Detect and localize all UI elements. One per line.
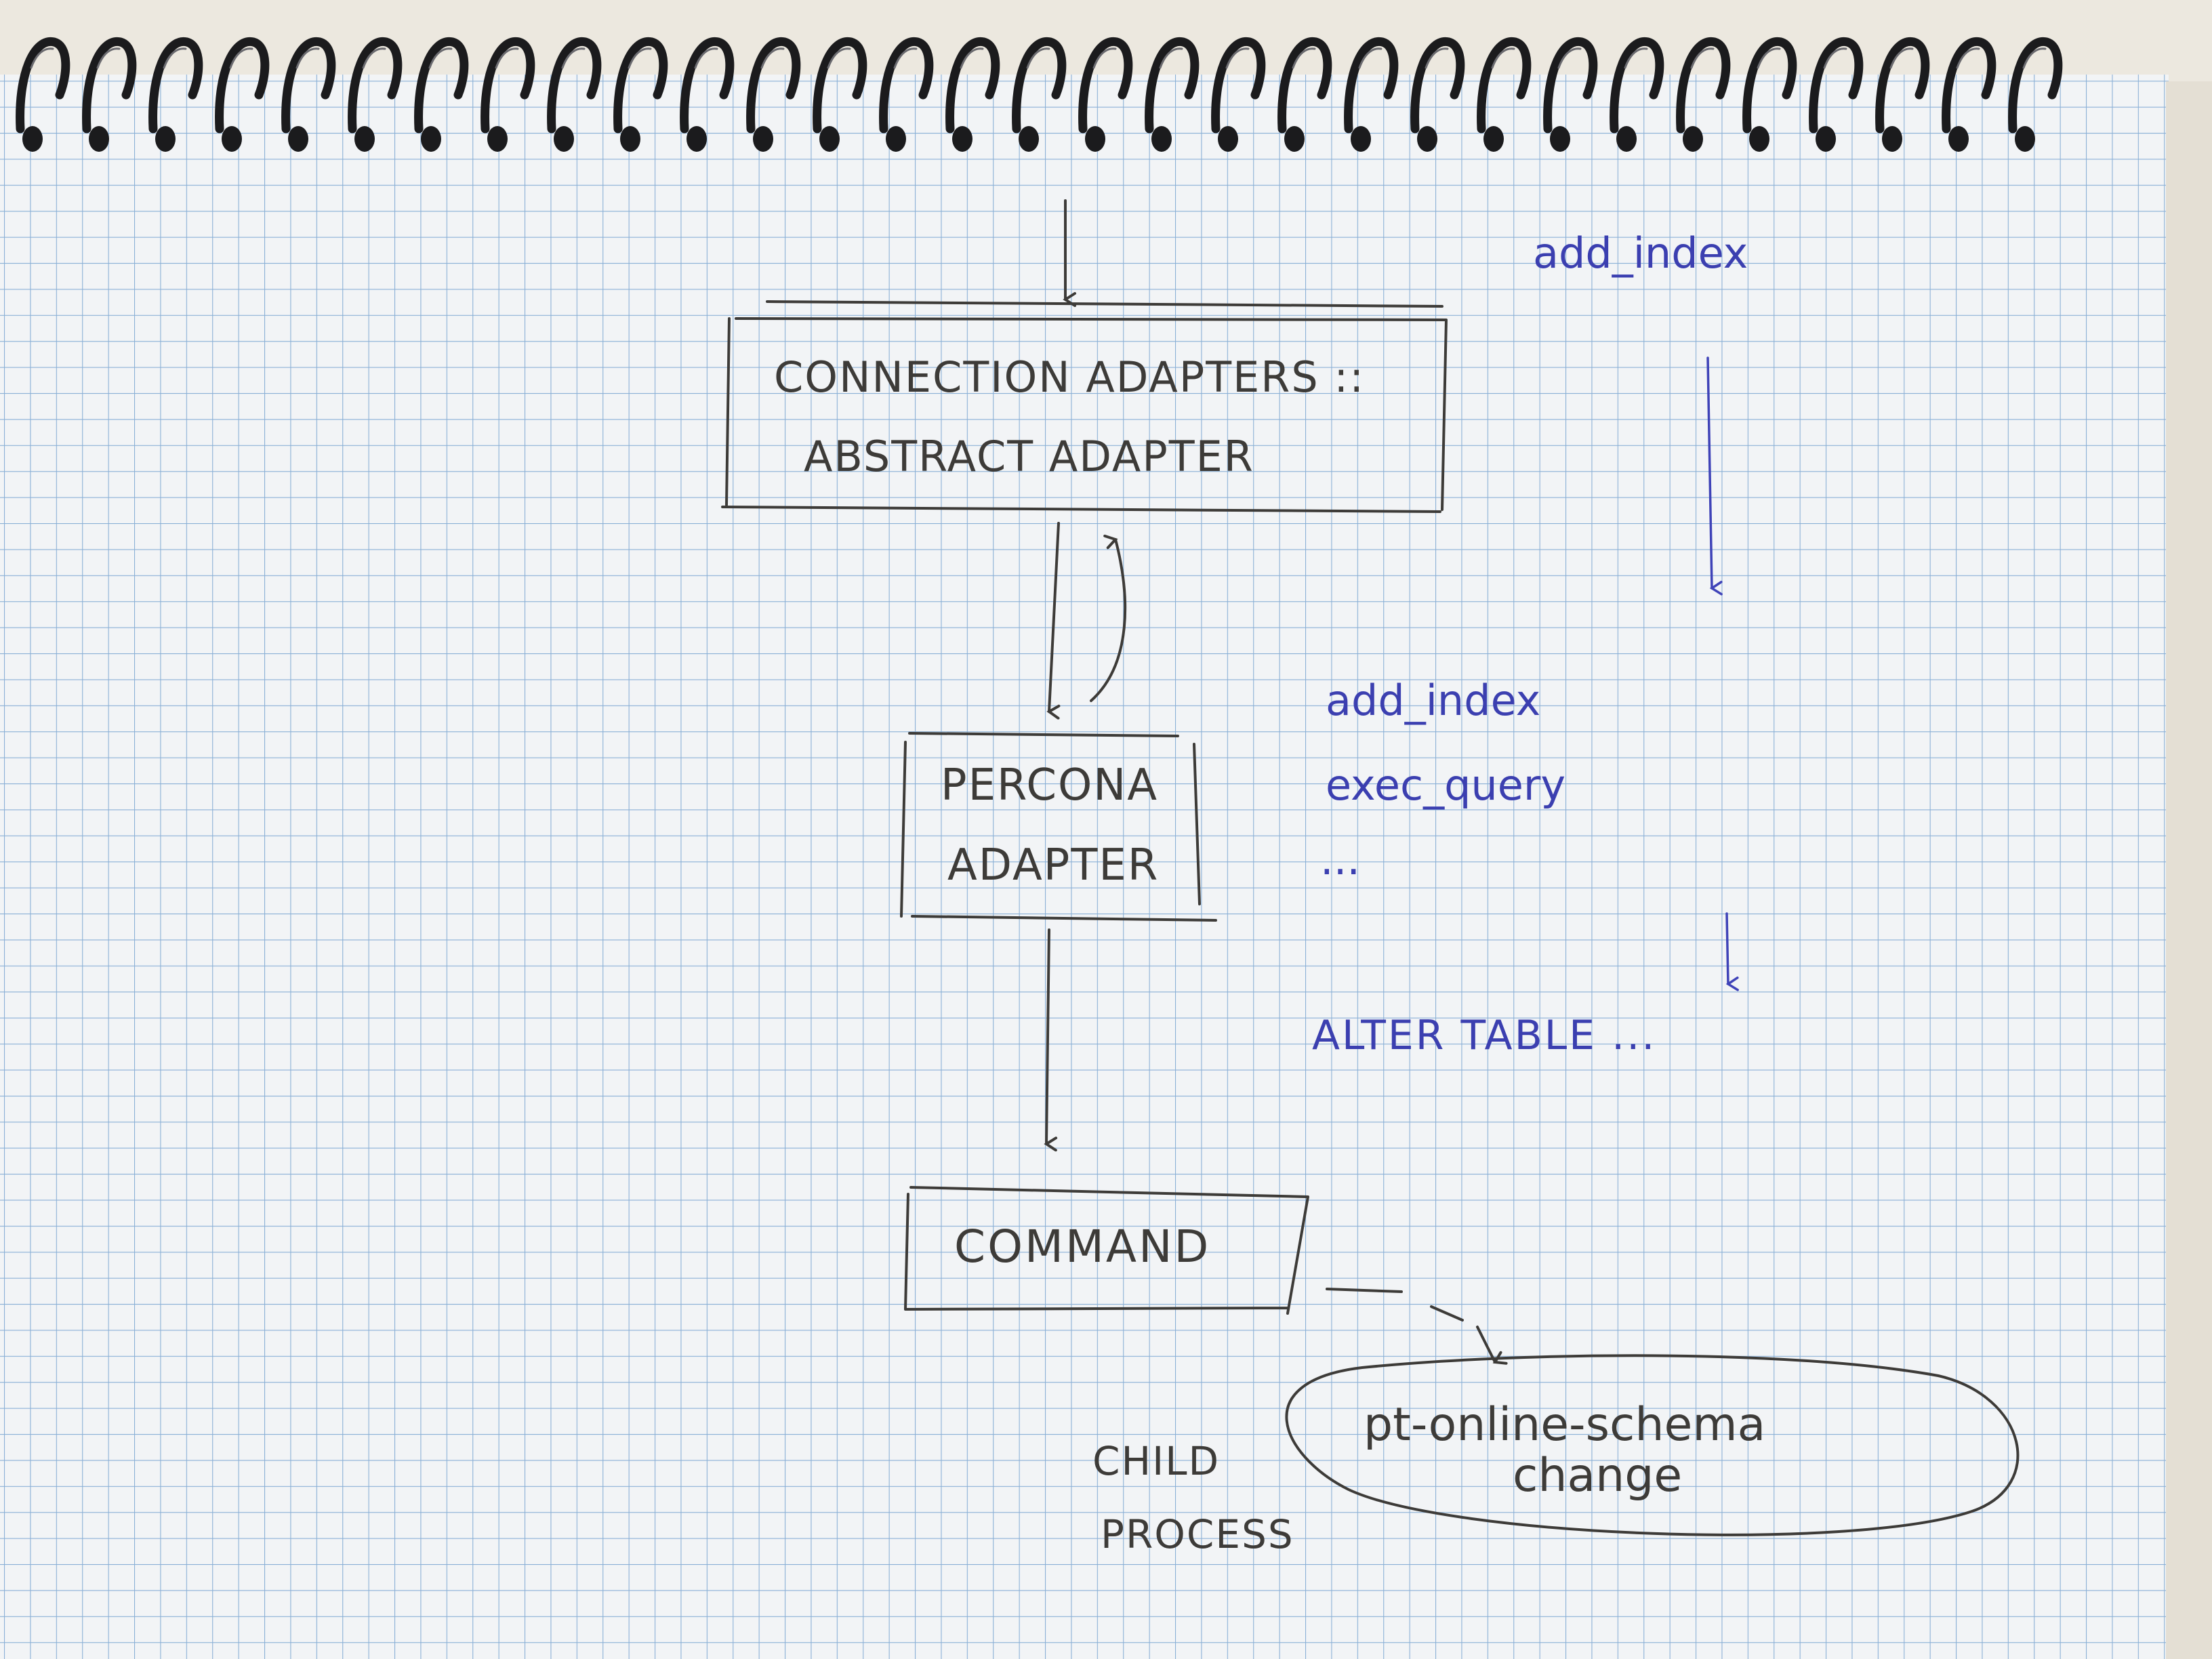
coil-ring xyxy=(348,37,403,152)
child-process-line2: PROCESS xyxy=(1101,1511,1294,1557)
abstract-adapter-node: CONNECTION ADAPTERS :: ABSTRACT ADAPTER xyxy=(721,300,1448,513)
percona-adapter-line1: PERCONA xyxy=(941,760,1158,811)
coil-ring xyxy=(945,37,1000,152)
paper-shadow-edge xyxy=(2166,81,2212,1659)
coil-ring xyxy=(1410,37,1465,152)
coil-ring xyxy=(1277,37,1332,152)
coil-ring xyxy=(746,37,801,152)
spawn-dashed-arrow xyxy=(1326,1288,1495,1362)
coil-ring xyxy=(1543,37,1598,152)
coil-ring xyxy=(414,37,469,152)
coil-ring xyxy=(1012,37,1067,152)
sql-label: ALTER TABLE ... xyxy=(1312,1012,1656,1059)
coil-ring xyxy=(1742,37,1797,152)
coil-ring xyxy=(16,37,70,152)
coil-ring xyxy=(215,37,270,152)
coil-ring xyxy=(1078,37,1133,152)
coil-ring xyxy=(879,37,934,152)
command-node: COMMAND xyxy=(904,1186,1309,1315)
method-label-1: add_index xyxy=(1326,676,1540,725)
coil-ring xyxy=(1676,37,1731,152)
percona-adapter-box xyxy=(900,732,1217,922)
spiral-binding xyxy=(16,37,2063,152)
coil-ring xyxy=(1477,37,1532,152)
grid-lines xyxy=(0,75,2169,1659)
pt-tool-ellipse xyxy=(1285,1354,2020,1536)
coil-ring xyxy=(1875,37,1930,152)
command-box xyxy=(904,1186,1309,1315)
abstract-adapter-line1: CONNECTION ADAPTERS :: xyxy=(774,352,1365,402)
coil-ring xyxy=(1211,37,1266,152)
pt-tool-line1: pt-online-schema xyxy=(1364,1398,1765,1452)
abstract-adapter-box xyxy=(721,300,1448,513)
pt-tool-node: pt-online-schema change xyxy=(1285,1354,2020,1536)
pen-down-arrow-2 xyxy=(1725,912,1739,991)
percona-adapter-line2: ADAPTER xyxy=(947,840,1159,890)
child-process-line1: CHILD xyxy=(1092,1438,1220,1484)
coil-ring xyxy=(680,37,735,152)
method-label-more: ... xyxy=(1320,835,1360,884)
coil-ring xyxy=(148,37,203,152)
command-label: COMMAND xyxy=(954,1221,1210,1273)
coil-ring xyxy=(547,37,602,152)
coil-ring xyxy=(480,37,535,152)
coil-ring xyxy=(1145,37,1200,152)
call-down-arrow xyxy=(1046,522,1061,720)
pen-down-arrow-1 xyxy=(1706,356,1723,596)
return-up-arrow xyxy=(1090,534,1127,702)
coil-ring xyxy=(813,37,867,152)
coil-ring xyxy=(82,37,137,152)
coil-ring xyxy=(1942,37,1996,152)
coil-ring xyxy=(613,37,668,152)
coil-ring xyxy=(2008,37,2063,152)
pt-tool-line2: change xyxy=(1513,1449,1682,1502)
coil-ring xyxy=(1809,37,1864,152)
top-call-label: add_index xyxy=(1533,228,1748,278)
percona-adapter-node: PERCONA ADAPTER xyxy=(900,732,1217,922)
coil-ring xyxy=(281,37,336,152)
method-label-2: exec_query xyxy=(1326,760,1565,810)
coil-ring xyxy=(1610,37,1664,152)
command-arrow xyxy=(1044,928,1058,1152)
coil-ring xyxy=(1344,37,1399,152)
abstract-adapter-line2: ABSTRACT ADAPTER xyxy=(804,432,1254,481)
